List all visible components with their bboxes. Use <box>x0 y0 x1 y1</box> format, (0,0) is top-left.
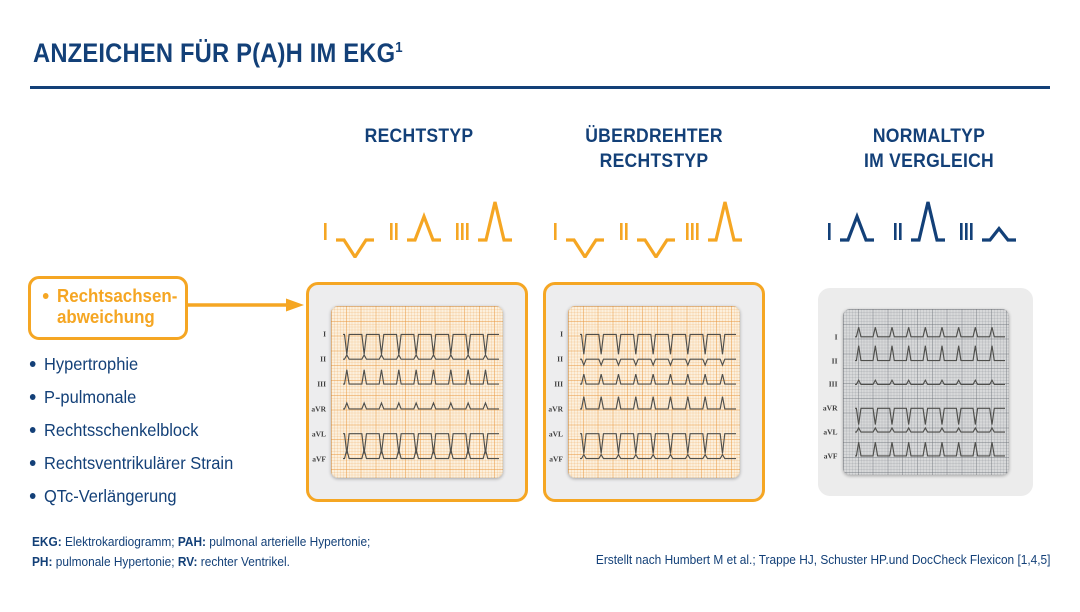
column-heading-line2: RECHTSTYP <box>599 150 709 172</box>
ecg-lead-label: aVF <box>312 454 326 464</box>
ecg-lead-label: aVL <box>548 429 563 439</box>
list-item[interactable]: Rechtsventrikulärer Strain <box>28 452 274 474</box>
ecg-lead-label: I <box>323 329 326 339</box>
highlighted-item-label: Rechtsachsen-abweichung <box>56 286 178 327</box>
bullet-dot-icon <box>42 293 49 299</box>
ecg-lead-label: III <box>554 379 563 389</box>
column-heading-line1: NORMALTYP <box>872 125 986 147</box>
column-heading-normaltyp: NORMALTYP IM VERGLEICH <box>829 124 1029 174</box>
ecg-lead-label: II <box>831 356 838 366</box>
list-item[interactable]: Hypertrophie <box>28 353 274 375</box>
ecg-lead-label: aVF <box>823 451 838 461</box>
ecg-lead-label: I <box>834 332 838 342</box>
column-heading-line2: IM VERGLEICH <box>863 150 994 172</box>
list-item-label: P-pulmonale <box>43 387 137 407</box>
ecg-lead-label: III <box>828 379 838 389</box>
highlighted-list-item[interactable]: Rechtsachsen-abweichung <box>28 276 188 340</box>
list-item-label: Rechtsschenkelblock <box>43 420 199 440</box>
title-divider <box>30 86 1050 89</box>
page-title: ANZEICHEN FÜR P(A)H IM EKG1 <box>33 38 403 69</box>
ecg-lead-label: aVF <box>549 454 563 464</box>
page-title-superscript: 1 <box>395 39 403 56</box>
list-item[interactable]: QTc-Verlängerung <box>28 485 274 507</box>
ecg-paper <box>842 309 1009 475</box>
abbreviations-note: EKG: Elektrokardiogramm; PAH: pulmonal a… <box>32 532 370 572</box>
column-heading-line1: ÜBERDREHTER <box>585 125 723 147</box>
list-item-label: Rechtsventrikulärer Strain <box>43 453 234 473</box>
list-item-label: Hypertrophie <box>43 354 139 374</box>
bullet-dot-icon <box>29 394 36 400</box>
abbreviations-line-2: PH: pulmonale Hypertonie; RV: rechter Ve… <box>32 555 290 569</box>
ecg-paper <box>568 306 740 478</box>
column-heading-ueberdrehter-rechtstyp: ÜBERDREHTER RECHTSTYP <box>554 124 754 174</box>
ecg-lead-label: aVR <box>822 403 838 413</box>
ecg-lead-label: aVR <box>548 404 563 414</box>
bullet-dot-icon <box>29 493 36 499</box>
bullet-dot-icon <box>29 460 36 466</box>
abbreviations-line-1: EKG: Elektrokardiogramm; PAH: pulmonal a… <box>32 535 371 549</box>
bullet-dot-icon <box>29 427 36 433</box>
arrow-icon <box>186 298 304 312</box>
qrs-glyphs-rechtstyp <box>322 196 520 263</box>
ecg-lead-label: aVL <box>311 429 326 439</box>
ecg-lead-label: aVL <box>823 427 838 437</box>
ecg-paper <box>331 306 503 478</box>
qrs-glyphs-normaltyp <box>826 196 1024 263</box>
list-item[interactable]: P-pulmonale <box>28 386 274 408</box>
ecg-lead-label: aVR <box>311 404 326 414</box>
column-heading-rechtstyp: RECHTSTYP <box>364 125 474 147</box>
ecg-lead-label: III <box>317 379 326 389</box>
list-item[interactable]: Rechtsschenkelblock <box>28 419 274 441</box>
ecg-lead-label: I <box>560 329 563 339</box>
page-title-text: ANZEICHEN FÜR P(A)H IM EKG <box>33 38 396 68</box>
bullet-dot-icon <box>29 361 36 367</box>
list-item: Rechtsachsen-abweichung <box>41 286 177 328</box>
source-citation: Erstellt nach Humbert M et al.; Trappe H… <box>595 553 1050 567</box>
ecg-lead-label: II <box>320 354 326 364</box>
qrs-glyphs-ueberdrehter-rechtstyp <box>552 196 750 263</box>
list-item-label: QTc-Verlängerung <box>43 486 177 506</box>
ecg-lead-label: II <box>557 354 563 364</box>
